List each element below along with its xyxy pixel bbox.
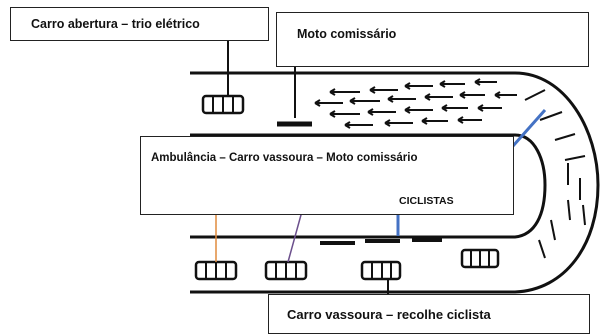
track-outer	[190, 71, 600, 294]
label-car-opening-text: Carro abertura – trio elétrico	[31, 17, 200, 31]
cyclist-arrows-top	[314, 78, 517, 129]
label-moto-commissioner-text: Moto comissário	[297, 27, 397, 41]
sweeper-car-icon	[264, 260, 308, 281]
label-cyclists-text: CICLISTAS	[399, 195, 454, 207]
car-top-icon	[201, 94, 245, 115]
label-sweeper-car-text: Carro vassoura – recolhe ciclista	[287, 307, 491, 322]
cyclist-arrows-bottom	[320, 238, 442, 245]
label-ambulance-group: Ambulância – Carro vassoura – Moto comis…	[140, 136, 514, 215]
cyclist-arrows-curve	[524, 89, 586, 259]
label-moto-commissioner: Moto comissário	[276, 12, 589, 67]
label-car-opening: Carro abertura – trio elétrico	[10, 7, 269, 41]
sweeper-car-2-icon	[360, 260, 402, 281]
lead-car-icon	[460, 248, 500, 269]
track-inner	[190, 133, 547, 239]
label-ambulance-group-text: Ambulância – Carro vassoura – Moto comis…	[151, 152, 418, 164]
label-sweeper-car: Carro vassoura – recolhe ciclista	[268, 294, 590, 334]
ambulance-car-icon	[194, 260, 238, 281]
